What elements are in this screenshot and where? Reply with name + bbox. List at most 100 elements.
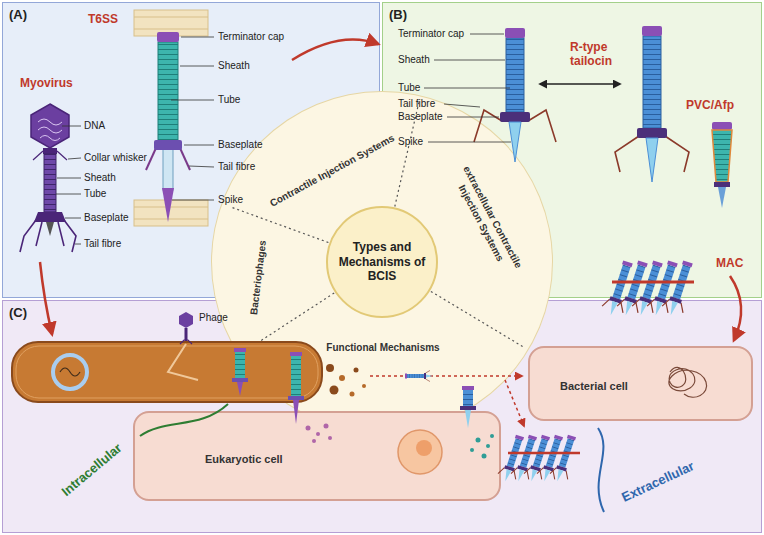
drawing-polygon xyxy=(34,212,66,222)
mac-drawing xyxy=(496,433,580,484)
drawing-circle xyxy=(350,392,355,397)
cell-label: Eukaryotic cell xyxy=(205,453,283,465)
drawing-polyline xyxy=(528,110,556,142)
drawing-line xyxy=(172,200,214,201)
part-label: Tail fibre xyxy=(84,238,121,250)
drawing-rect xyxy=(154,140,182,150)
drawing-circle xyxy=(416,440,432,456)
drawing-g xyxy=(171,37,214,200)
drawing-rect xyxy=(185,328,188,341)
drawing-rect xyxy=(157,32,179,42)
drawing-circle xyxy=(328,436,332,440)
panel-label: (B) xyxy=(389,7,407,22)
drawing-path xyxy=(612,281,694,284)
drawing-rect xyxy=(12,342,322,402)
divider-line xyxy=(431,291,523,346)
drawing-polygon xyxy=(465,410,471,428)
drawing-line xyxy=(434,60,505,61)
drawing-polygon xyxy=(179,312,193,328)
category-label: extracellular Contractile Injection Syst… xyxy=(440,148,533,293)
part-label: Baseplate xyxy=(84,212,128,224)
drawing-polygon xyxy=(712,130,732,182)
drawing-polyline xyxy=(615,136,639,172)
chromosome xyxy=(669,367,707,397)
system-name: PVC/Afp xyxy=(686,98,734,112)
drawing-line xyxy=(33,151,43,160)
drawing-line xyxy=(444,104,480,107)
drawing-line xyxy=(65,218,81,219)
drawing-rect xyxy=(643,36,661,128)
drawing-rect xyxy=(500,112,530,122)
drawing-line xyxy=(62,126,81,127)
drawing-polyline xyxy=(180,148,190,170)
red-arrow xyxy=(40,262,52,334)
drawing-polygon xyxy=(293,400,299,424)
drawing-line xyxy=(134,219,208,220)
category-label: Functional Mechanisms xyxy=(308,341,458,354)
drawing-rect xyxy=(712,122,732,130)
part-label: DNA xyxy=(84,120,105,132)
drawing-rect xyxy=(714,182,730,187)
drawing-use xyxy=(548,433,580,484)
drawing-rect xyxy=(232,378,248,382)
drawing-path xyxy=(38,119,62,141)
eukaryotic-cell: Eukaryotic cell xyxy=(133,411,501,501)
drawing-rect xyxy=(44,154,56,212)
drawing-rect xyxy=(288,396,304,400)
drawing-rect xyxy=(642,26,662,36)
drawing-line xyxy=(134,29,208,30)
drawing-rect xyxy=(506,38,524,112)
part-label: Sheath xyxy=(398,54,430,66)
drawing-path xyxy=(168,344,198,380)
drawing-polygon xyxy=(46,222,54,236)
part-label: Sheath xyxy=(218,60,250,72)
category-label: Contractile Injection Systems xyxy=(254,124,410,217)
drawing-g xyxy=(56,126,81,244)
myovirus-drawing xyxy=(20,104,81,252)
drawing-rect xyxy=(234,348,246,352)
drawing-path xyxy=(505,380,524,426)
system-name: R-type tailocin xyxy=(570,40,634,68)
nucleus xyxy=(398,430,442,474)
drawing-line xyxy=(180,66,214,67)
drawing-use xyxy=(660,259,698,319)
drawing-line xyxy=(56,194,81,195)
bracket-curve xyxy=(598,428,604,512)
system-name: T6SS xyxy=(88,12,118,26)
drawing-polygon xyxy=(162,188,174,222)
phage-icon xyxy=(179,312,193,344)
part-label: Tube xyxy=(218,94,240,106)
drawing-rect xyxy=(460,406,476,410)
drawing-circle xyxy=(316,432,320,436)
drawing-circle xyxy=(326,364,334,372)
t6ss-drawing xyxy=(134,10,214,226)
drawing-line xyxy=(540,83,620,85)
drawing-polyline xyxy=(58,222,64,246)
drawing-polyline xyxy=(64,220,76,252)
drawing-circle xyxy=(490,434,494,438)
drawing-path xyxy=(730,276,741,340)
drawing-use xyxy=(405,371,433,382)
drawing-rect xyxy=(291,356,301,396)
drawing-rect xyxy=(637,128,667,138)
drawing-line xyxy=(424,88,510,89)
bacterial-cell: Bacterial cell xyxy=(528,346,753,421)
system-name: Myovirus xyxy=(20,76,73,90)
drawing-circle xyxy=(306,426,311,431)
drawing-rect xyxy=(505,28,525,38)
category-label: Bacteriophages xyxy=(245,227,270,328)
drawing-polyline xyxy=(474,110,502,142)
drawing-rect xyxy=(43,148,57,154)
drawing-g xyxy=(20,220,76,252)
divider-line xyxy=(232,207,329,242)
part-label: Collar whisker xyxy=(84,152,147,164)
panel-label: (C) xyxy=(9,305,27,320)
drawing-rect xyxy=(235,352,245,378)
part-label: Sheath xyxy=(84,172,116,184)
drawing-line xyxy=(470,34,504,35)
drawing-circle xyxy=(53,355,87,389)
drawing-polygon xyxy=(646,138,658,182)
drawing-polygon xyxy=(237,382,243,396)
